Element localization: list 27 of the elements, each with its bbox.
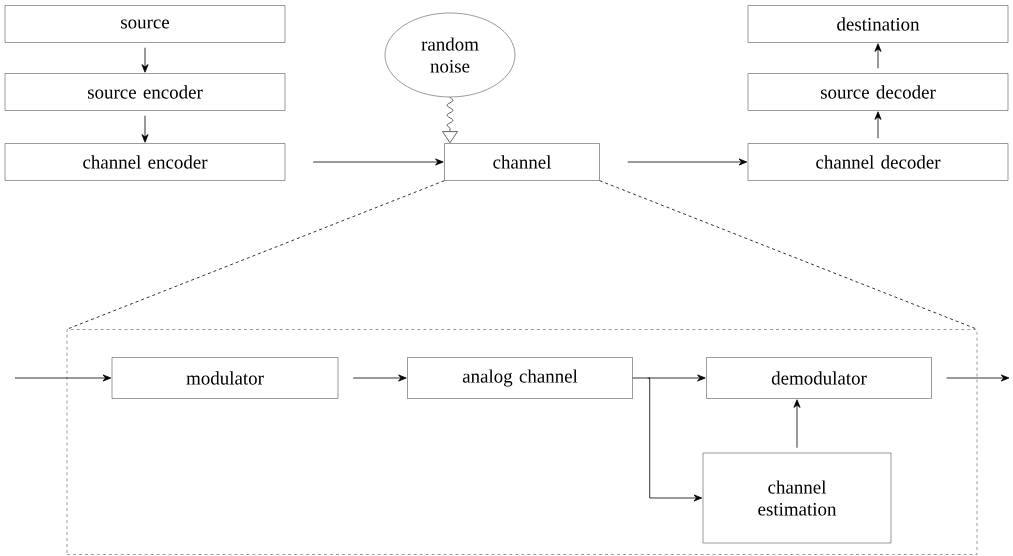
process-box: channel decoder <box>747 143 1009 181</box>
process-box: channel estimation <box>702 452 892 544</box>
process-box: source encoder <box>4 73 286 111</box>
arrow <box>946 374 1010 382</box>
dashed-line <box>66 180 445 330</box>
process-box: source decoder <box>747 73 1009 111</box>
arrow <box>874 43 882 69</box>
process-box: channel encoder <box>4 143 286 181</box>
arrow <box>647 374 706 382</box>
arrow <box>352 374 407 382</box>
process-box: source <box>4 5 286 43</box>
process-box: channel <box>444 143 600 181</box>
arrow <box>874 111 882 139</box>
process-box: destination <box>747 5 1009 43</box>
process-box: analog channel <box>407 357 633 399</box>
arrow <box>141 115 149 143</box>
process-box: modulator <box>111 357 339 399</box>
dashed-line <box>599 180 978 330</box>
arrow <box>632 377 703 502</box>
arrow <box>627 158 748 166</box>
process-box: demodulator <box>706 357 932 399</box>
arrow <box>312 158 444 166</box>
dashed-region <box>66 329 978 555</box>
arrow <box>793 399 801 449</box>
arrow <box>141 47 149 73</box>
arrow <box>14 374 112 382</box>
noise-arrow <box>442 96 458 144</box>
